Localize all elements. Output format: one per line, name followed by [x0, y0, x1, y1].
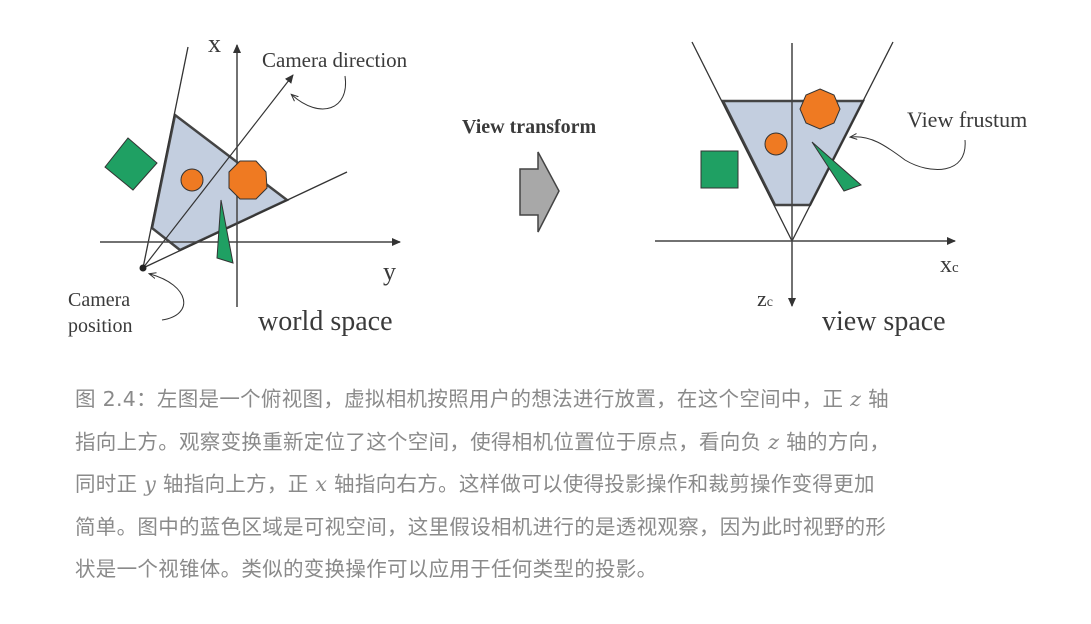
caption-text: 指向上方。观察变换重新定位了这个空间，使得相机位置位于原点，看向负	[75, 429, 769, 454]
caption-text: 同时正	[75, 472, 145, 496]
world-space-diagram: x Camera direction y Camera position wor…	[68, 29, 408, 337]
caption-text: 状是一个视锥体。类似的变换操作可以应用于任何类型的投影。	[75, 557, 658, 581]
caption-text: 轴指向右方。这样做可以使得投影操作和裁剪操作变得更加	[327, 472, 875, 496]
view-transform-label: View transform	[462, 116, 597, 138]
axis-xc-main: x	[940, 252, 952, 278]
frustum-right-edge	[791, 41, 894, 242]
figure-caption: 图 2.4：左图是一个俯视图，虚拟相机按照用户的想法进行放置，在这个空间中，正 …	[75, 378, 1055, 591]
camera-position-pointer	[150, 274, 185, 321]
axis-zc-label: zc	[757, 286, 773, 311]
caption-text: 图 2.4：左图是一个俯视图，虚拟相机按照用户的想法进行放置，在这个空间中，正	[75, 387, 851, 411]
orange-octagon	[228, 160, 268, 200]
orange-circle	[764, 132, 788, 156]
view-transform: View transform	[462, 116, 597, 233]
caption-text: 轴指向上方，正	[156, 472, 316, 496]
camera-direction-label: Camera direction	[262, 48, 408, 72]
view-space-diagram: View frustum xc zc view space	[655, 41, 1027, 337]
frustum-left-edge	[691, 41, 793, 242]
axis-zc-sub: c	[767, 295, 773, 310]
caption-text: 轴	[861, 387, 889, 411]
view-frustum-label: View frustum	[907, 107, 1027, 132]
axis-xc-label: xc	[940, 252, 959, 278]
green-triangle	[811, 141, 862, 192]
axis-x-label: x	[208, 29, 221, 58]
camera-position-label-2: position	[68, 315, 132, 337]
caption-line: 图 2.4：左图是一个俯视图，虚拟相机按照用户的想法进行放置，在这个空间中，正 …	[75, 378, 1055, 421]
caption-line: 状是一个视锥体。类似的变换操作可以应用于任何类型的投影。	[75, 548, 1055, 591]
math-variable: y	[144, 472, 157, 496]
orange-circle	[180, 168, 204, 192]
math-variable: x	[315, 472, 328, 496]
caption-text: 简单。图中的蓝色区域是可视空间，这里假设相机进行的是透视观察，因为此时视野的形	[75, 514, 887, 539]
view-space-label: view space	[822, 306, 946, 337]
caption-line: 简单。图中的蓝色区域是可视空间，这里假设相机进行的是透视观察，因为此时视野的形	[75, 506, 1055, 549]
orange-octagon	[799, 88, 841, 130]
view-transform-figure: x Camera direction y Camera position wor…	[68, 29, 1027, 337]
caption-line: 同时正 y 轴指向上方，正 x 轴指向右方。这样做可以使得投影操作和裁剪操作变得…	[75, 463, 1055, 506]
math-variable: z	[850, 387, 862, 411]
world-space-label: world space	[258, 306, 393, 337]
camera-position-dot	[139, 264, 147, 272]
frustum-right-edge	[142, 171, 348, 269]
camera-direction-arrow	[142, 74, 294, 269]
caption-line: 指向上方。观察变换重新定位了这个空间，使得相机位置位于原点，看向负 z 轴的方向…	[75, 421, 1055, 464]
frustum-left-edge	[142, 46, 189, 269]
view-frustum-pointer	[851, 137, 966, 170]
caption-text: 轴的方向，	[779, 429, 891, 454]
green-square	[700, 150, 739, 189]
camera-position-label-1: Camera	[68, 289, 130, 311]
math-variable: z	[768, 429, 780, 454]
axis-xc-sub: c	[952, 260, 959, 276]
camera-direction-pointer	[292, 75, 347, 110]
transform-arrow-icon	[519, 151, 560, 233]
green-square	[104, 137, 158, 191]
green-triangle	[216, 199, 234, 264]
axis-zc-main: z	[757, 286, 767, 311]
view-frustum-region	[720, 99, 866, 207]
axis-y-label: y	[383, 257, 396, 286]
